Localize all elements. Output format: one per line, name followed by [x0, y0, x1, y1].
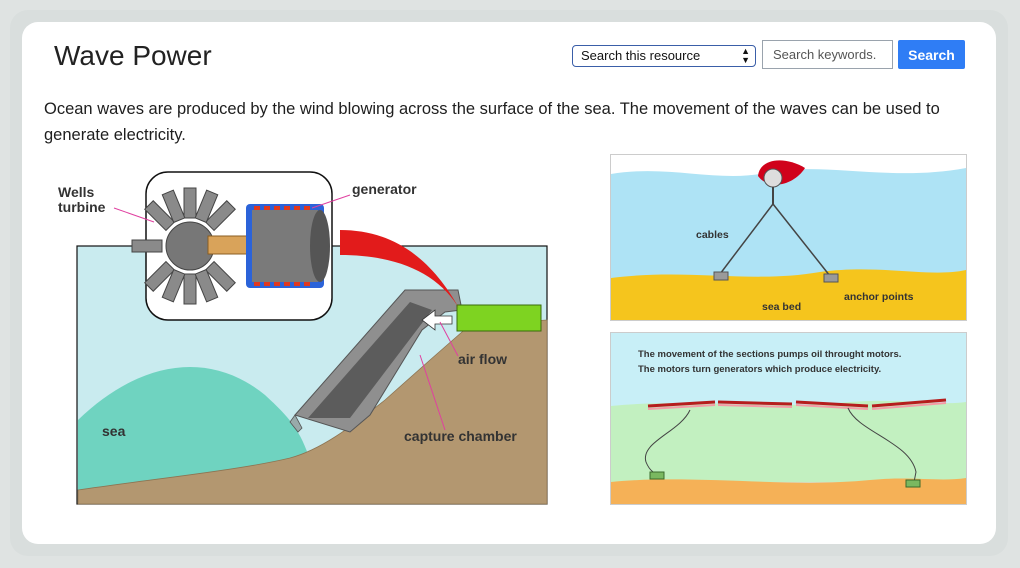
- capture-chamber-inner: [308, 302, 432, 418]
- wells-turbine-icon: [131, 187, 249, 305]
- cable-right: [772, 203, 831, 277]
- buoy-diagram: cables anchor points sea bed: [610, 154, 967, 321]
- caption-line-1: The movement of the sections pumps oil t…: [638, 349, 901, 360]
- airflow-pointer: [439, 321, 459, 357]
- chamber-pointer: [419, 354, 446, 431]
- generator-housing: [456, 304, 542, 332]
- intro-paragraph: Ocean waves are produced by the wind blo…: [44, 100, 940, 144]
- buoy-sea: [611, 168, 966, 284]
- search-input[interactable]: [762, 40, 893, 69]
- red-swoosh: [340, 230, 460, 310]
- anchor-right: [905, 479, 921, 488]
- anchor-left: [649, 471, 665, 480]
- search-scope-select[interactable]: Search this resource ▲▼: [572, 45, 756, 67]
- label-air-flow: air flow: [458, 351, 507, 367]
- label-anchor-points: anchor points: [844, 291, 914, 303]
- sections-seabed: [611, 478, 966, 504]
- label-cables: cables: [696, 229, 729, 241]
- label-sea: sea: [102, 423, 126, 439]
- wave-power-diagram: Wells turbine generator air flow sea cap…: [58, 171, 548, 505]
- wells-pointer: [113, 207, 155, 223]
- cable-right: [847, 407, 917, 483]
- floating-sections: [647, 398, 947, 408]
- air-flow-arrow: [421, 309, 453, 331]
- label-wells-1: Wells: [58, 184, 95, 200]
- section-tops: [647, 402, 947, 410]
- buoy-seabed: [611, 269, 966, 320]
- search-button[interactable]: Search: [898, 40, 965, 69]
- anchor-left: [713, 271, 729, 281]
- chamber-lip: [289, 414, 303, 433]
- label-wells-2: turbine: [58, 199, 106, 215]
- label-sea-bed: sea bed: [762, 301, 801, 313]
- caption-line-2: The motors turn generators which produce…: [638, 364, 881, 375]
- generator-pointer: [311, 194, 351, 209]
- select-arrows-icon: ▲▼: [741, 46, 750, 65]
- label-capture-chamber: capture chamber: [404, 428, 517, 444]
- sections-sea: [611, 400, 966, 482]
- page-title: Wave Power: [54, 40, 212, 71]
- sections-diagram: The movement of the sections pumps oil t…: [610, 332, 967, 505]
- cable-left: [719, 203, 774, 275]
- anchor-right: [823, 273, 839, 283]
- land-shape: [77, 319, 548, 505]
- label-generator: generator: [352, 181, 417, 197]
- search-scope-value: Search this resource: [581, 48, 701, 63]
- generator-icon: [246, 204, 330, 288]
